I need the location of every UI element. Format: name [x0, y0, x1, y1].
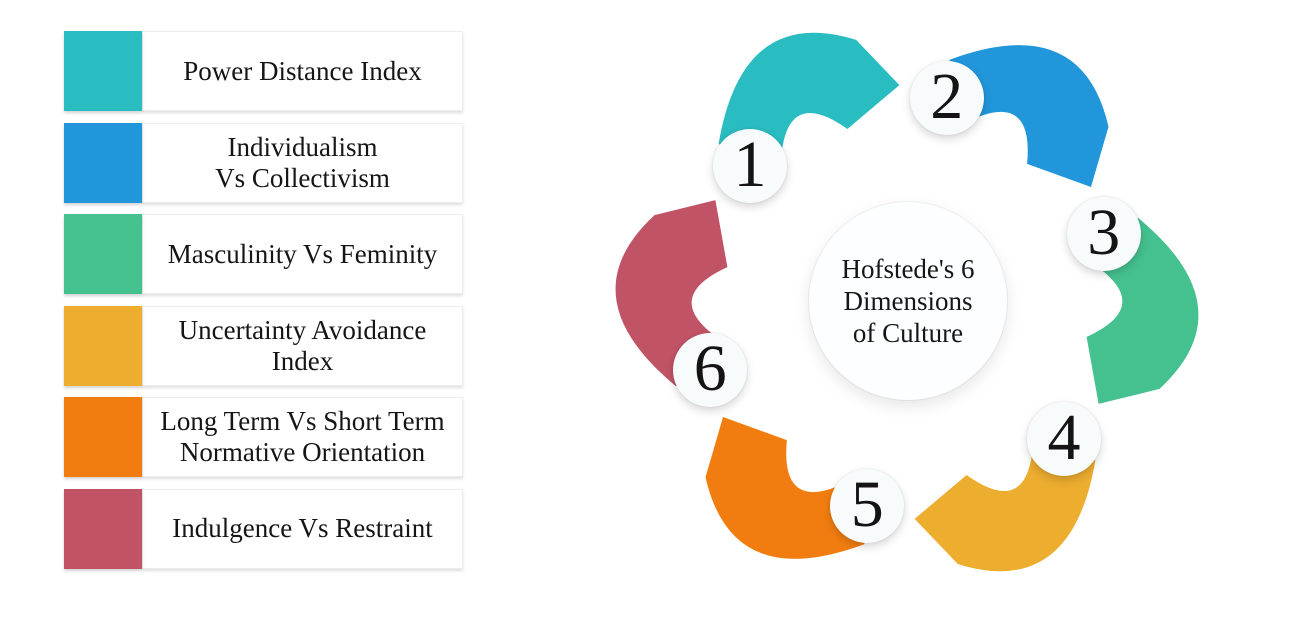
legend-swatch-4	[64, 305, 142, 386]
legend-swatch-1	[64, 31, 142, 111]
step-circle-5: 5	[830, 469, 905, 544]
legend-label-box-6: Indulgence Vs Restraint	[142, 488, 463, 569]
legend: Power Distance Index Individualism Vs Co…	[64, 31, 463, 569]
legend-item-5: Long Term Vs Short Term Normative Orient…	[64, 397, 463, 478]
legend-label-line: Normative Orientation	[179, 437, 426, 468]
legend-swatch-5	[64, 397, 142, 478]
center-circle-line: of Culture	[852, 318, 964, 348]
legend-label-line: Power Distance Index	[183, 55, 422, 86]
step-circle-6: 6	[673, 332, 748, 407]
legend-swatch-2	[64, 122, 142, 203]
legend-label-line: Individualism	[227, 131, 378, 162]
legend-item-2: Individualism Vs Collectivism	[64, 122, 463, 203]
cycle-arrow-5	[705, 417, 865, 559]
cycle-arrow-2	[949, 45, 1109, 188]
center-circle-line: Hofstede's 6	[841, 254, 975, 284]
legend-label-line: Masculinity Vs Feminity	[167, 238, 438, 269]
legend-swatch-6	[64, 488, 142, 569]
step-circle-2: 2	[909, 60, 984, 135]
legend-label-box-4: Uncertainty Avoidance Index	[142, 305, 463, 386]
step-circle-3: 3	[1066, 197, 1141, 272]
legend-label-line: Long Term Vs Short Term	[160, 406, 445, 437]
legend-label-line: Indulgence Vs Restraint	[172, 513, 433, 544]
legend-label-box-1: Power Distance Index	[142, 31, 463, 111]
center-circle: Hofstede's 6 Dimensions of Culture	[809, 202, 1007, 400]
legend-item-6: Indulgence Vs Restraint	[64, 488, 463, 569]
legend-swatch-3	[64, 214, 142, 295]
legend-item-4: Uncertainty Avoidance Index	[64, 305, 463, 386]
center-circle-line: Dimensions	[843, 286, 973, 316]
step-circle-1: 1	[713, 128, 787, 203]
legend-label-line: Uncertainty Avoidance	[178, 314, 427, 345]
legend-item-3: Masculinity Vs Feminity	[64, 214, 463, 295]
step-circle-4: 4	[1027, 401, 1101, 476]
legend-label-box-3: Masculinity Vs Feminity	[142, 214, 463, 295]
legend-label-box-2: Individualism Vs Collectivism	[142, 122, 463, 203]
legend-label-box-5: Long Term Vs Short Term Normative Orient…	[142, 397, 463, 478]
legend-item-1: Power Distance Index	[64, 31, 463, 111]
legend-label-line: Index	[271, 345, 334, 376]
legend-label-line: Vs Collectivism	[215, 162, 390, 193]
